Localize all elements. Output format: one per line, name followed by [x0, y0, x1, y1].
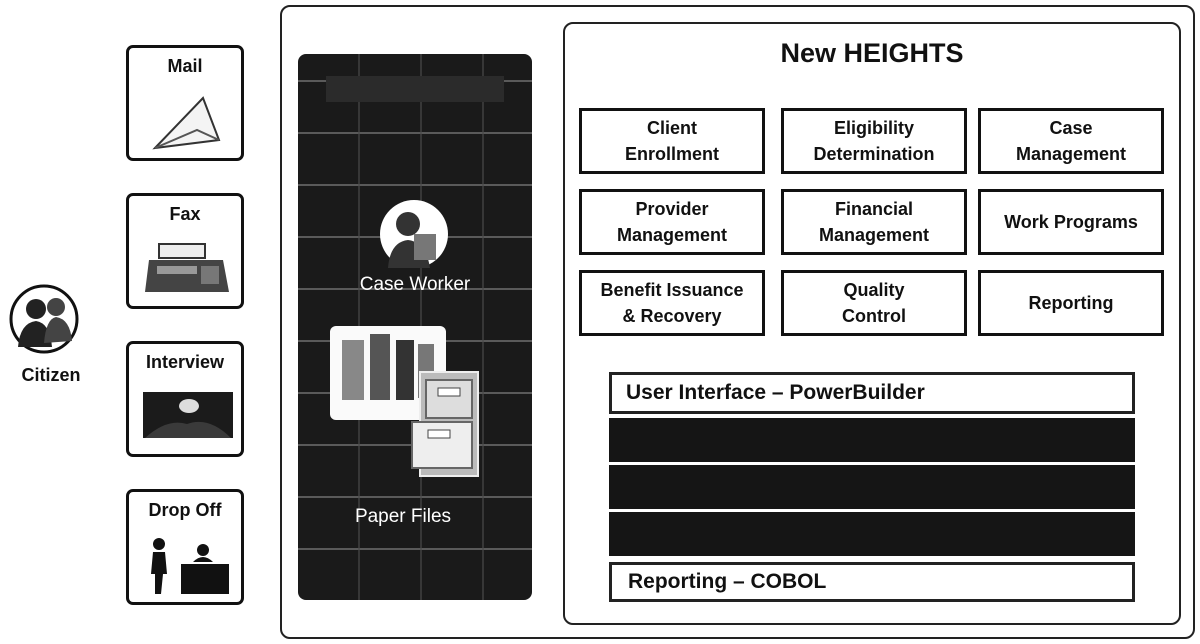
obscured-layer — [609, 465, 1135, 509]
channel-mail-label: Mail — [167, 56, 203, 76]
citizen-label: Citizen — [21, 365, 81, 385]
module-work-programs: Work Programs — [978, 189, 1164, 255]
channel-drop-off: Drop Off — [126, 489, 244, 605]
channel-interview-label: Interview — [145, 352, 225, 372]
envelope-icon — [152, 96, 221, 150]
module-benefit-issuance-recovery: Benefit Issuance & Recovery — [579, 270, 765, 336]
module-line: Client — [646, 118, 697, 138]
channel-drop-off-label: Drop Off — [148, 500, 222, 520]
module-line: Management — [1015, 144, 1127, 164]
module-line: Quality — [843, 280, 905, 300]
system-frame — [280, 5, 1195, 639]
user-interface-layer: User Interface – PowerBuilder — [609, 372, 1135, 414]
module-line: Management — [616, 225, 728, 245]
fax-machine-icon — [145, 243, 229, 292]
caseworker-label: Case Worker — [359, 274, 471, 295]
channel-interview: Interview — [126, 341, 244, 457]
drop-off-icon — [151, 538, 229, 594]
module-line: Control — [842, 306, 906, 326]
module-line: Work Programs — [1004, 212, 1138, 232]
new-heights-title: New HEIGHTS — [780, 38, 964, 68]
module-line: Determination — [813, 144, 935, 164]
module-line: Financial — [834, 199, 914, 219]
module-line: Management — [818, 225, 930, 245]
module-line: & Recovery — [622, 306, 722, 326]
module-line: Eligibility — [833, 118, 914, 138]
obscured-layer — [609, 512, 1135, 556]
obscured-title-bar — [326, 76, 504, 102]
module-line: Enrollment — [624, 144, 719, 164]
module-line: Reporting — [1028, 293, 1114, 313]
module-line: Benefit Issuance — [600, 280, 744, 300]
obscured-layer — [609, 418, 1135, 462]
paper-files-icon — [330, 326, 479, 477]
module-line: Provider — [635, 199, 709, 219]
channel-fax-label: Fax — [169, 204, 201, 224]
legacy-process-panel: Case Worker Paper Files — [298, 54, 532, 600]
citizen-people-icon — [9, 284, 79, 354]
paper-files-label: Paper Files — [354, 506, 452, 527]
interview-photo-icon — [143, 392, 233, 438]
reporting-cobol-layer: Reporting – COBOL — [609, 562, 1135, 602]
channel-fax: Fax — [126, 193, 244, 309]
module-line: Case — [1049, 118, 1093, 138]
module-reporting: Reporting — [978, 270, 1164, 336]
channel-mail: Mail — [126, 45, 244, 161]
caseworker-icon — [380, 200, 448, 268]
